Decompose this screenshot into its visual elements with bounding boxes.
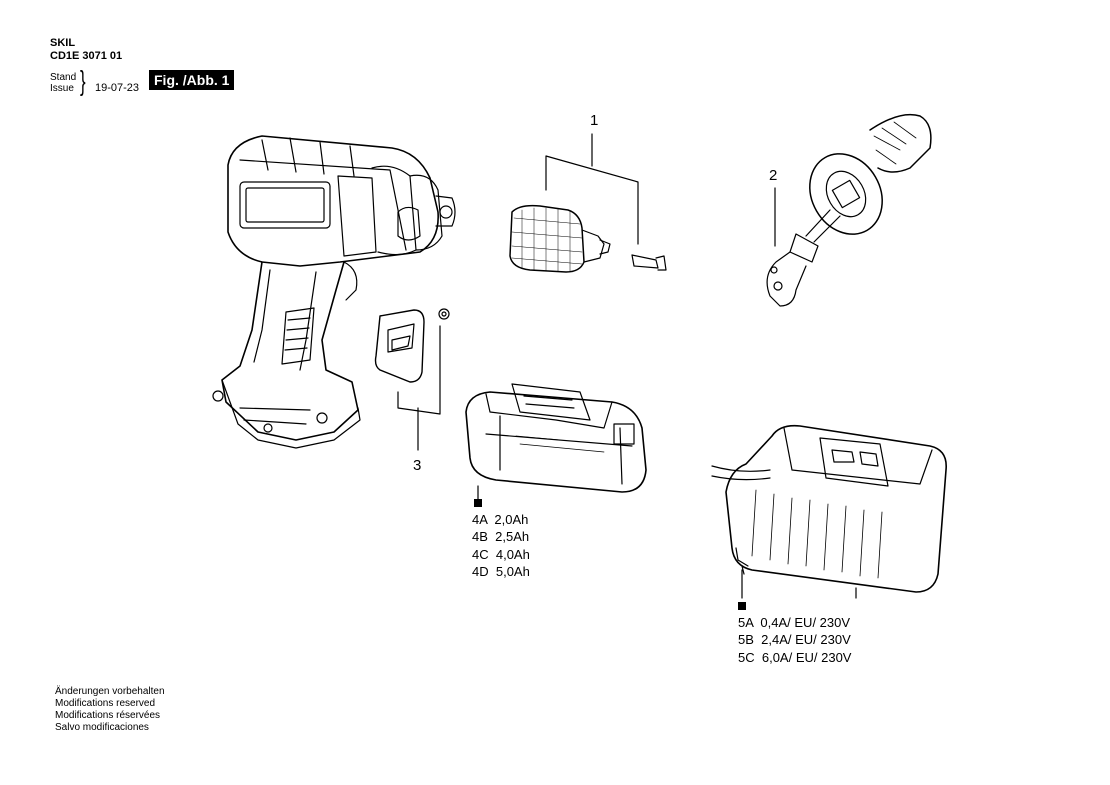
callout-2: 2 — [769, 167, 778, 184]
belt-clip-icon — [376, 310, 425, 382]
charger-variant-5c: 5C 6,0A/ EU/ 230V — [738, 650, 852, 665]
issue-label: Issue — [50, 83, 74, 94]
battery-variant-4c: 4C 4,0Ah — [472, 547, 530, 562]
brace-icon: } — [80, 65, 86, 96]
chuck-icon — [510, 206, 610, 272]
screw-icon — [632, 255, 666, 270]
battery-variant-4d: 4D 5,0Ah — [472, 564, 530, 579]
brand-name: SKIL — [50, 37, 76, 49]
footer-line-en: Modifications reserved — [55, 698, 156, 709]
model-code: CD1E 3071 01 — [50, 50, 123, 62]
clip-screw-icon — [439, 309, 449, 319]
auxiliary-handle-icon — [767, 115, 931, 306]
callout-1: 1 — [590, 112, 599, 129]
charger-icon — [712, 426, 946, 598]
battery-bullet — [474, 499, 482, 507]
stand-label: Stand — [50, 72, 77, 83]
battery-icon — [466, 384, 646, 492]
charger-variant-5a: 5A 0,4A/ EU/ 230V — [738, 615, 851, 630]
charger-bullet — [738, 602, 746, 610]
footer-line-es: Salvo modificaciones — [55, 722, 149, 733]
callout-3: 3 — [413, 457, 422, 474]
figure-label: Fig. /Abb. 1 — [149, 70, 235, 90]
footer-line-de: Änderungen vorbehalten — [55, 686, 165, 697]
footer-line-fr: Modifications réservées — [55, 710, 161, 721]
drill-icon — [213, 136, 455, 448]
battery-variant-4b: 4B 2,5Ah — [472, 529, 530, 544]
battery-variant-4a: 4A 2,0Ah — [472, 512, 529, 527]
issue-date: 19-07-23 — [95, 82, 140, 94]
charger-variant-5b: 5B 2,4A/ EU/ 230V — [738, 632, 851, 647]
